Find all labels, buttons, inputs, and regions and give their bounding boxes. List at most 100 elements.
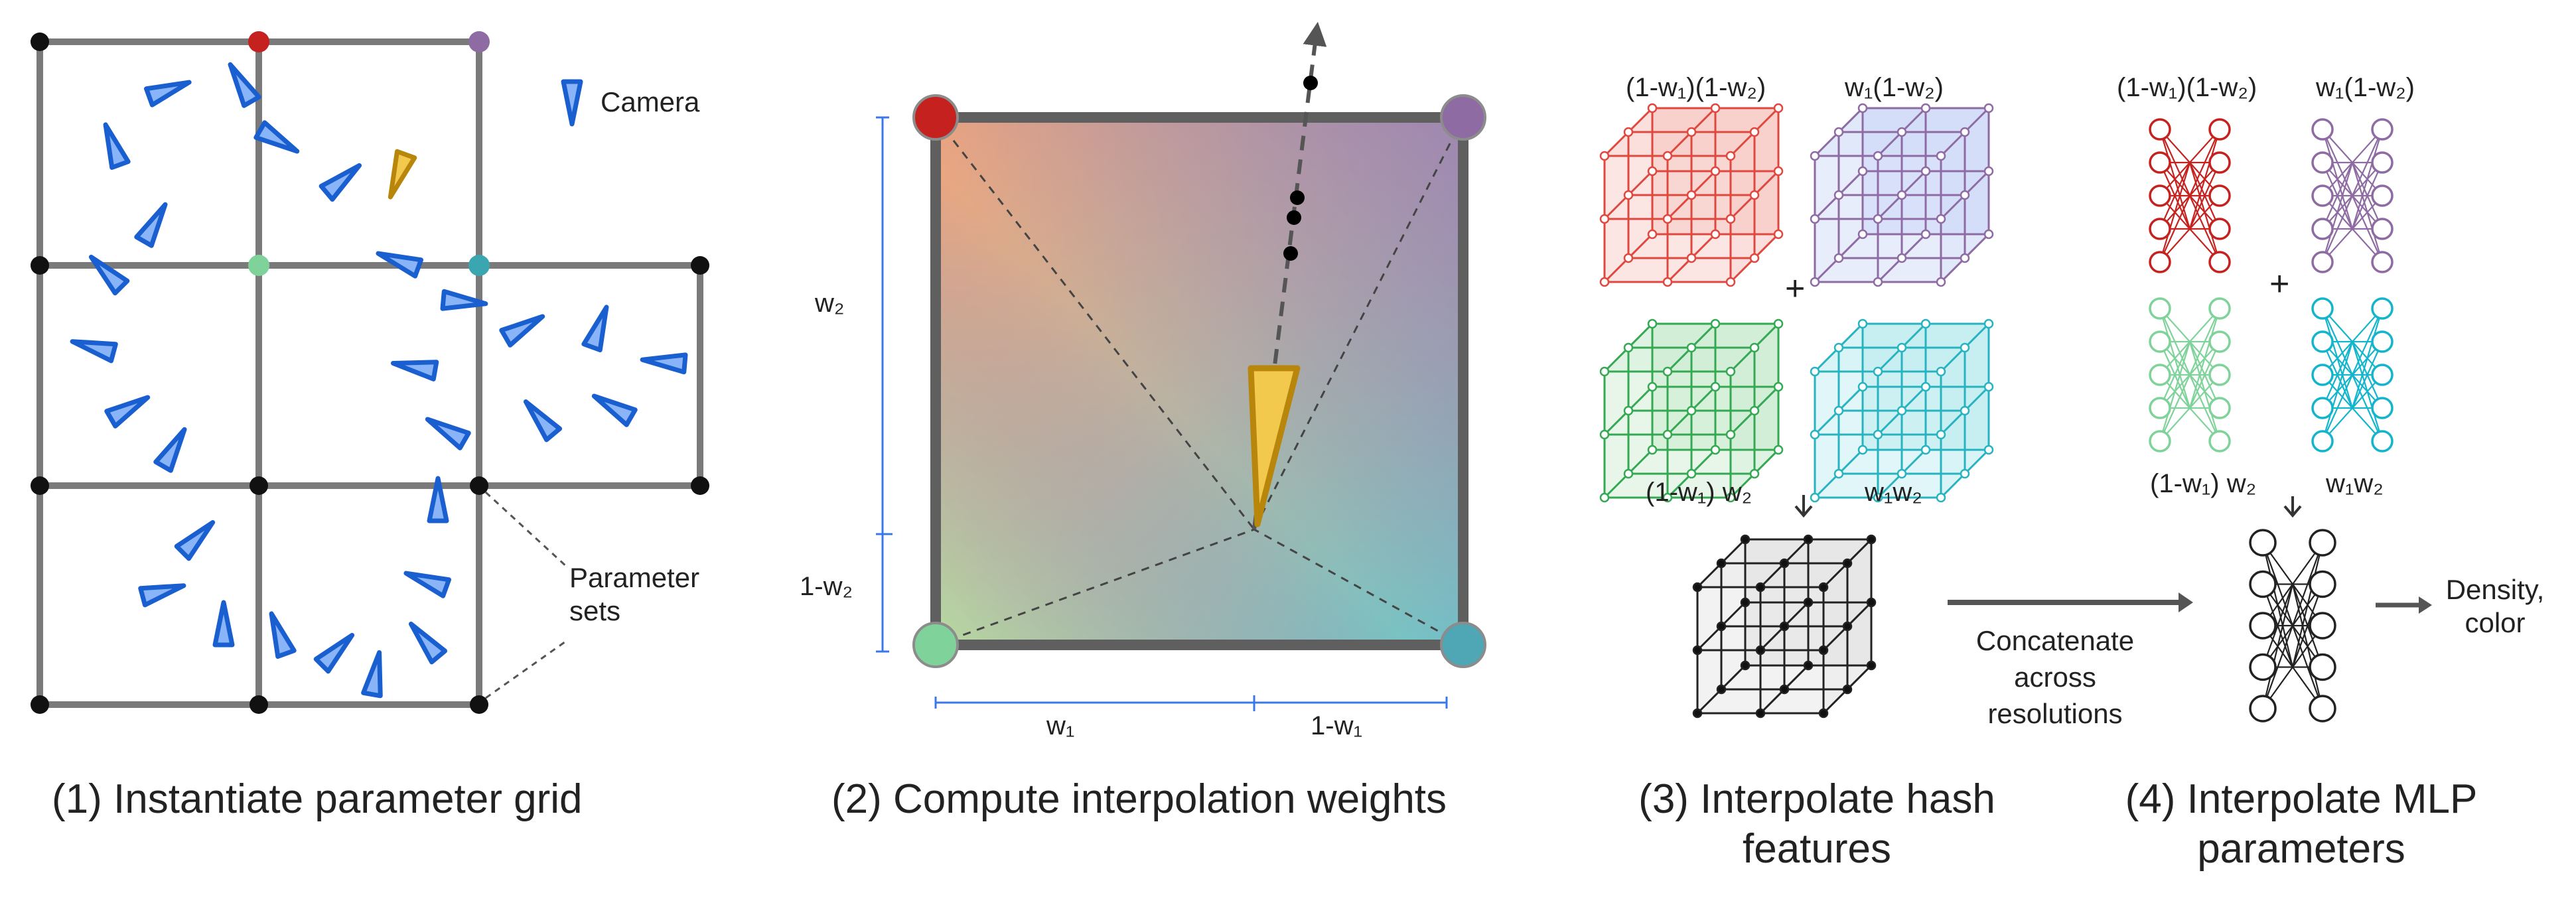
lattice-node <box>1833 127 1844 137</box>
lattice-node <box>1692 582 1703 592</box>
caption-2: (2) Compute interpolation weights <box>831 776 1447 822</box>
lattice-node <box>1896 190 1907 200</box>
camera-triangle-icon <box>228 62 261 108</box>
neuron-node <box>2208 151 2231 174</box>
lattice-node <box>1810 492 1820 503</box>
lattice-node <box>1773 445 1784 455</box>
lattice-node <box>1623 342 1634 353</box>
lattice-node <box>1983 229 1994 240</box>
camera-triangle-icon <box>427 476 449 523</box>
lattice-node <box>1773 318 1784 329</box>
plus-sign: + <box>2269 265 2289 303</box>
lattice-node <box>1810 151 1820 161</box>
lattice-node <box>1599 429 1610 440</box>
lattice-node <box>1810 429 1820 440</box>
lattice-node <box>1803 597 1814 608</box>
mlp-network-green <box>2149 297 2231 452</box>
grid-node <box>250 476 268 495</box>
neuron-node <box>2208 397 2231 419</box>
lattice-node <box>1920 445 1931 455</box>
camera-triangle-icon <box>88 254 130 296</box>
camera-triangle-icon <box>523 399 563 443</box>
lattice-node <box>1873 492 1883 503</box>
lattice-node <box>1810 277 1820 287</box>
camera-triangle-icon <box>103 122 131 171</box>
arrow-right-icon-head <box>2419 596 2432 614</box>
lattice-node <box>1873 151 1883 161</box>
lattice-node <box>1833 342 1844 353</box>
lattice-node <box>1773 229 1784 240</box>
arrow-down-icon <box>1794 495 1813 518</box>
neuron-node <box>2208 184 2231 207</box>
lattice-node <box>1599 277 1610 287</box>
neuron-node <box>2149 430 2171 452</box>
camera-triangle-icon <box>70 339 118 364</box>
ray-samples <box>1283 76 1318 261</box>
lattice-node <box>1896 253 1907 263</box>
weight-label: w₁w₂ <box>1864 478 1922 507</box>
weight-label: w₁(1-w₂) <box>2315 73 2415 102</box>
lattice-node <box>1599 151 1610 161</box>
lattice-node <box>1647 381 1658 392</box>
camera-triangle-icon-highlighted <box>388 149 417 200</box>
lattice-node <box>1716 621 1727 632</box>
lattice-node <box>1647 445 1658 455</box>
panel-4: (1-w₁)(1-w₂) w₁(1-w₂) + (1-w₁) w₂ w₁w₂ D… <box>2117 73 2544 872</box>
neuron-node <box>2371 251 2394 273</box>
arrow-down-icon <box>2283 496 2302 518</box>
neuron-node <box>2371 364 2394 386</box>
camera-triangle-icon <box>640 352 688 375</box>
grid-node <box>31 476 49 495</box>
lattice-node <box>1779 684 1790 695</box>
neuron-node <box>2309 529 2336 557</box>
neuron-node <box>2371 118 2394 141</box>
lattice-node <box>1716 684 1727 695</box>
ray-sample-point <box>1287 210 1301 225</box>
lattice-node <box>1710 166 1721 176</box>
lattice-node <box>1623 253 1634 263</box>
lattice-node <box>1662 492 1673 503</box>
lattice-node <box>1662 366 1673 377</box>
ray-sample-point <box>1290 190 1305 205</box>
lattice-node <box>1686 190 1697 200</box>
lattice-node <box>1873 277 1883 287</box>
neuron-node <box>2249 529 2277 557</box>
lattice-node <box>1818 708 1829 719</box>
grid-node-teal <box>468 255 490 276</box>
neuron-node <box>2309 695 2336 723</box>
weight-label: (1-w₁) w₂ <box>2150 469 2256 498</box>
lattice-node <box>1647 103 1658 113</box>
camera-triangle-icon <box>376 251 424 279</box>
lattice-node <box>1920 229 1931 240</box>
lattice-node <box>1686 405 1697 416</box>
neuron-node <box>2371 430 2394 452</box>
lattice-node <box>1833 405 1844 416</box>
lattice-node <box>1810 366 1820 377</box>
lattice-node <box>1896 468 1907 479</box>
neuron-node <box>2149 397 2171 419</box>
lattice-node <box>1960 405 1970 416</box>
interpolated-mlp-network <box>2249 529 2336 723</box>
neuron-node <box>2249 570 2277 598</box>
lattice-node <box>1842 558 1853 569</box>
neuron-node <box>2311 118 2334 141</box>
neuron-node <box>2208 251 2231 273</box>
grid-node <box>250 695 268 714</box>
caption-4: (4) Interpolate MLP <box>2125 776 2478 822</box>
lattice-node <box>1920 318 1931 329</box>
weight-label: (1-w₁)(1-w₂) <box>2117 73 2257 102</box>
neuron-node <box>2371 184 2394 207</box>
neuron-node <box>2149 151 2171 174</box>
grid-node <box>470 476 488 495</box>
camera-triangle-icon <box>390 360 439 381</box>
lattice-node <box>1779 558 1790 569</box>
camera-triangle-icon <box>174 519 216 561</box>
lattice-node <box>1755 708 1766 719</box>
interpolation-square-border <box>930 112 1468 650</box>
neuron-node <box>2311 297 2334 320</box>
lattice-node <box>1773 103 1784 113</box>
lattice-node <box>1960 468 1970 479</box>
lattice-node <box>1686 253 1697 263</box>
lattice-node <box>1896 342 1907 353</box>
lattice-node <box>1983 103 1994 113</box>
